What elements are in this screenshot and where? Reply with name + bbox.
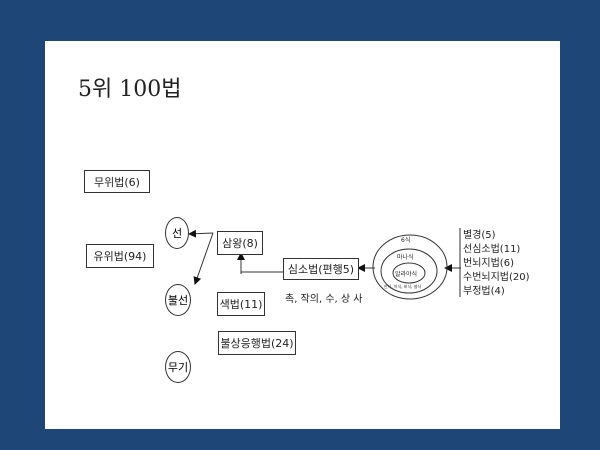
slide: 5위 100법 무위법(6) 유위법(94) 선 불선 무기 삼왕(8) 색법(…: [45, 41, 560, 429]
mental-box: 심소법(편행5): [283, 258, 359, 280]
good-circle: 선: [165, 217, 189, 249]
list-item: 선심소법(11): [463, 244, 521, 255]
form-box: 색법(11): [217, 292, 265, 316]
page-title: 5위 100법: [78, 77, 182, 102]
list-item: 번뇌지법(6): [463, 258, 514, 269]
neutral-circle: 무기: [165, 351, 191, 383]
mental-note: 촉, 작의, 수, 상 사: [285, 294, 363, 305]
non-assoc-box: 불상응행법(24): [218, 331, 296, 355]
outer-label: 6식: [401, 237, 411, 244]
senses-label: 안식, 이식, 비식, 설식: [384, 284, 422, 289]
inner-label: 알라야식: [395, 271, 418, 278]
mental-list: 별경(5) 선심소법(11) 번뇌지법(6) 수번뇌지법(20) 부정법(4): [463, 229, 530, 299]
middle-label: 마나식: [397, 254, 414, 261]
list-item: 부정법(4): [463, 286, 505, 297]
list-item: 수번뇌지법(20): [463, 272, 530, 283]
conditioned-box: 유위법(94): [86, 244, 154, 268]
arrows: [188, 228, 461, 300]
bad-circle: 불선: [165, 284, 191, 316]
king-box: 삼왕(8): [217, 231, 263, 255]
list-item: 별경(5): [463, 230, 496, 241]
unconditioned-box: 무위법(6): [84, 170, 150, 193]
